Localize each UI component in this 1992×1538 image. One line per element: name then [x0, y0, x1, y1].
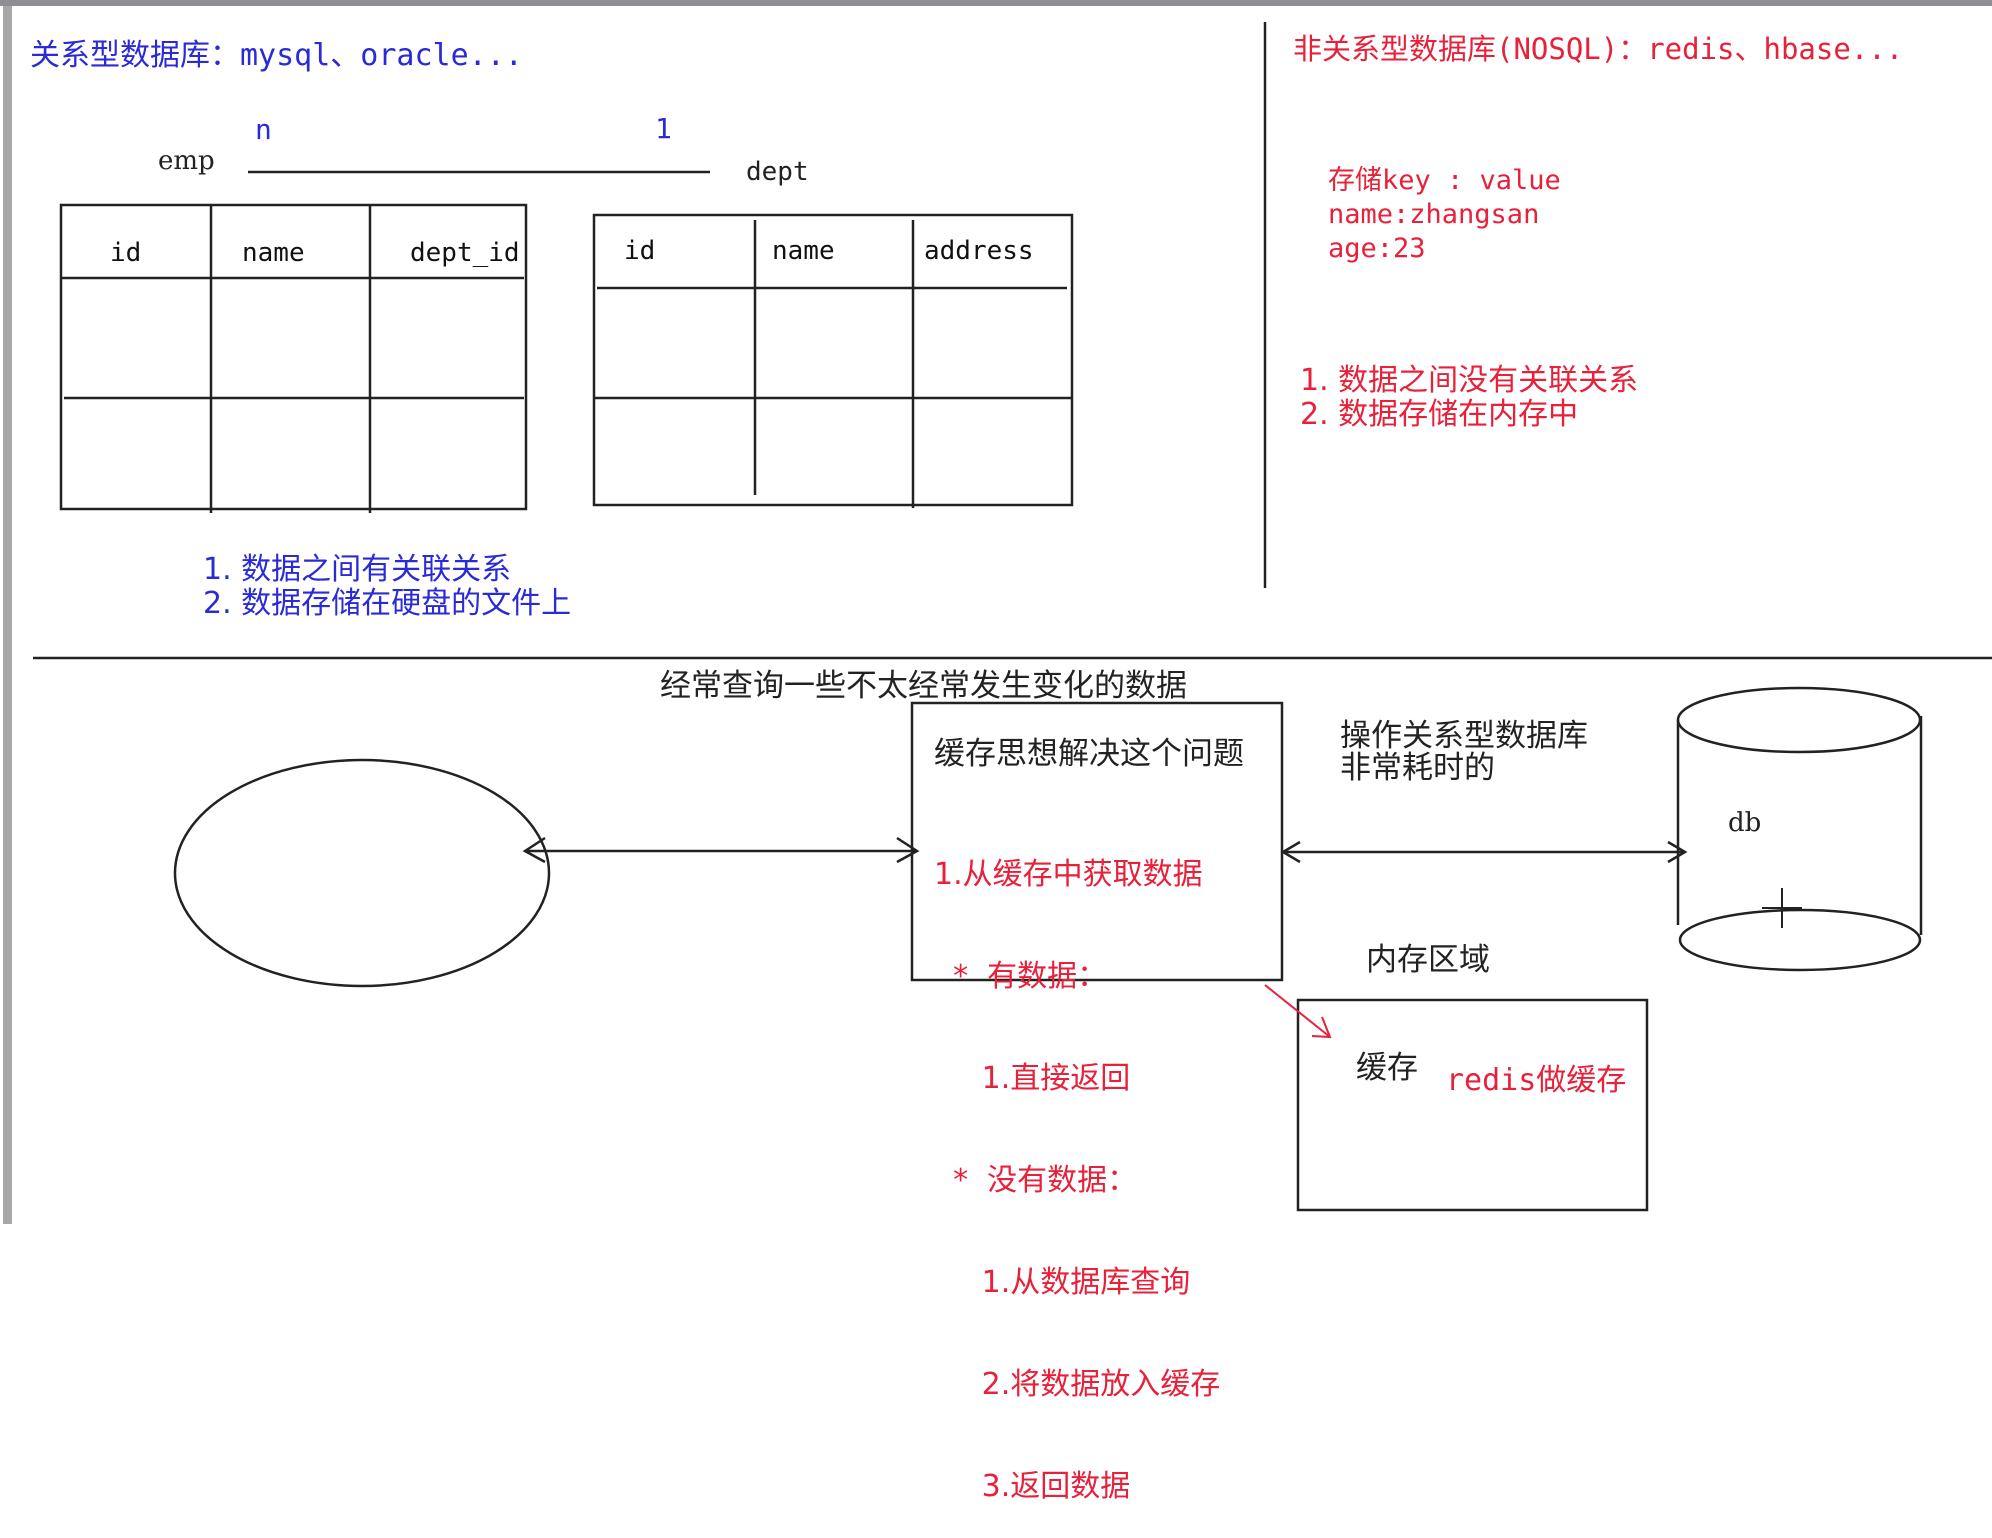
- nosql-title: 非关系型数据库(NOSQL)：redis、hbase...: [1293, 32, 1904, 66]
- nosql-feature-item: 1. 数据之间没有关联关系: [1300, 363, 1639, 398]
- dept-entity-label: dept: [746, 157, 809, 187]
- cache-steps: 1.从缓存中获取数据 * 有数据： 1.直接返回 * 没有数据： 1.从数据库查…: [934, 790, 1220, 1538]
- kv-example: 存储key : value name:zhangsan age:23: [1328, 164, 1561, 266]
- cache-idea-box: [910, 701, 1284, 982]
- dept-table-grid: [592, 213, 1074, 508]
- cache-box-title: 缓存思想解决这个问题: [934, 736, 1244, 772]
- emp-col-dept-id: dept_id: [410, 238, 520, 268]
- relational-feature-item: 1. 数据之间有关联关系: [203, 552, 512, 587]
- db-note-line: 非常耗时的: [1340, 750, 1495, 786]
- emp-col-id: id: [110, 238, 142, 268]
- kv-line: age:23: [1328, 233, 1426, 264]
- db-label: db: [1728, 808, 1762, 838]
- relational-features: 1. 数据之间有关联关系 2. 数据存储在硬盘的文件上: [203, 553, 571, 621]
- window-left-border: [3, 6, 12, 1224]
- emp-entity-label: emp: [158, 146, 215, 176]
- dept-col-id: id: [624, 236, 656, 266]
- cache-step: 1.从数据库查询: [934, 1265, 1191, 1300]
- nosql-feature-item: 2. 数据存储在内存中: [1300, 397, 1579, 432]
- cardinality-1: 1: [655, 112, 672, 145]
- redis-cache-box: [1296, 998, 1649, 1212]
- db-cylinder: [1676, 686, 1923, 972]
- emp-table-grid: [59, 203, 528, 513]
- dept-col-name: name: [772, 236, 835, 266]
- dept-col-address: address: [924, 236, 1034, 266]
- memory-area-label: 内存区域: [1366, 942, 1490, 978]
- client-ellipse: [173, 758, 551, 988]
- cache-label: 缓存: [1356, 1050, 1418, 1086]
- relational-title: 关系型数据库：mysql、oracle...: [30, 38, 523, 73]
- kv-line: 存储key : value: [1328, 165, 1561, 196]
- db-note-line: 操作关系型数据库: [1340, 718, 1588, 754]
- crosshair-cursor-icon: [1762, 888, 1802, 928]
- diagram-canvas: [33, 22, 1992, 1212]
- window-top-bar: [0, 0, 1992, 6]
- cache-subtitle: 经常查询一些不太经常发生变化的数据: [660, 668, 1187, 704]
- cardinality-n: n: [255, 113, 272, 146]
- emp-col-name: name: [242, 238, 305, 268]
- relational-feature-item: 2. 数据存储在硬盘的文件上: [203, 586, 572, 621]
- cache-step: 1.直接返回: [934, 1061, 1131, 1096]
- kv-line: name:zhangsan: [1328, 199, 1540, 230]
- cache-step: 2.将数据放入缓存: [934, 1367, 1221, 1402]
- cache-step: 1.从缓存中获取数据: [934, 857, 1203, 892]
- db-note: 操作关系型数据库 非常耗时的: [1340, 720, 1588, 784]
- cache-step: * 有数据：: [934, 959, 1108, 994]
- red-arrow: [1264, 984, 1332, 1039]
- nosql-features: 1. 数据之间没有关联关系 2. 数据存储在内存中: [1300, 364, 1638, 432]
- cache-step: 3.返回数据: [934, 1469, 1131, 1504]
- cache-step: * 没有数据：: [934, 1163, 1138, 1198]
- redis-label: redis做缓存: [1446, 1063, 1627, 1098]
